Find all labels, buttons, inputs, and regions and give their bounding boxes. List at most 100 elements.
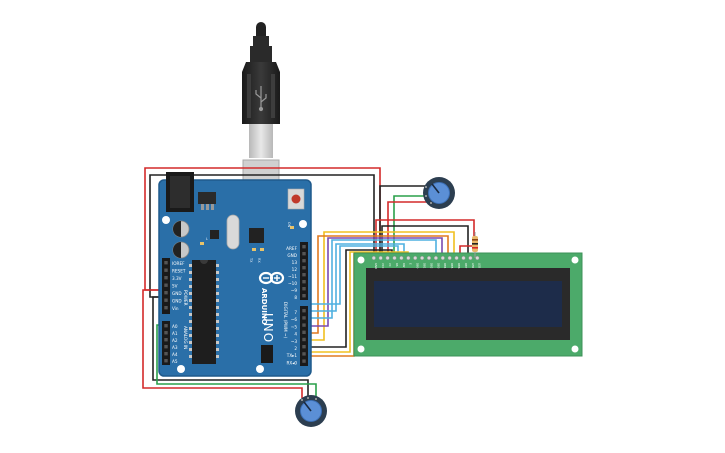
digital-header-top[interactable] (300, 242, 308, 300)
wire-orange-d3 (304, 235, 449, 334)
lcd-pin-label: DB3 (436, 263, 440, 269)
power-pin[interactable] (164, 268, 168, 272)
lcd-pin[interactable] (420, 256, 425, 261)
digital-pin[interactable] (302, 280, 306, 284)
power-pin[interactable] (164, 283, 168, 287)
pot-wiper-icon (431, 183, 440, 194)
lcd-pin[interactable] (447, 256, 452, 261)
wire-yellow-d2 (304, 231, 455, 341)
model-label: UNO (261, 313, 275, 343)
digital-pin[interactable] (302, 352, 306, 356)
power-pin[interactable] (164, 306, 168, 310)
mount-hole (571, 256, 579, 264)
potentiometer-bottom[interactable] (295, 395, 327, 427)
lcd-pin[interactable] (378, 256, 383, 261)
analog-header-label: ANALOG IN (183, 326, 188, 349)
lcd-pin[interactable] (475, 256, 480, 261)
lcd-pin[interactable] (427, 256, 432, 261)
lcd-pin[interactable] (440, 256, 445, 261)
lcd-pin-label: DB5 (450, 263, 454, 269)
digital-header-bottom[interactable] (300, 306, 308, 366)
analog-pin[interactable] (164, 345, 168, 349)
wire-red-bottom (142, 289, 303, 398)
lcd-pin-label: V0 (388, 263, 392, 267)
digital-pin[interactable] (302, 359, 306, 363)
on-label: ON (287, 222, 291, 228)
lcd-pin[interactable] (468, 256, 473, 261)
digital-pin[interactable] (302, 252, 306, 256)
analog-pin[interactable] (164, 338, 168, 342)
lcd-screen (374, 281, 562, 327)
lcd-pin-label: VCC (381, 263, 385, 269)
power-pin[interactable] (164, 276, 168, 280)
pin-label: GND (172, 291, 182, 296)
crystal-oscillator (226, 214, 240, 250)
lcd-pin-label: DB0 (416, 263, 420, 269)
mount-hole (571, 345, 579, 353)
power-pin[interactable] (164, 261, 168, 265)
lcd-pin-label: DB7 (464, 263, 468, 269)
analog-pin[interactable] (164, 359, 168, 363)
digital-header-label: DIGITAL (PWM ~) (283, 302, 288, 338)
pin-label: 8 (294, 295, 297, 300)
wire-blue-d5 (304, 239, 437, 319)
power-header[interactable] (162, 258, 170, 314)
digital-pin[interactable] (302, 266, 306, 270)
capacitors (172, 220, 190, 259)
small-chip (210, 230, 219, 239)
analog-header[interactable] (162, 321, 170, 365)
pot-wiper-icon (303, 401, 312, 412)
l-label: L (206, 237, 208, 241)
voltage-regulator (198, 192, 216, 210)
pin-label: ~3 (291, 339, 298, 344)
mount-hole (299, 220, 307, 228)
digital-pin[interactable] (302, 337, 306, 342)
lcd-pin-label: RS (395, 263, 399, 267)
lcd-pin[interactable] (413, 256, 418, 261)
usb-chip (249, 228, 264, 243)
mount-hole (357, 256, 365, 264)
pin-label: A4 (172, 352, 178, 357)
power-pin[interactable] (164, 298, 168, 302)
analog-pin[interactable] (164, 331, 168, 335)
lcd-pin[interactable] (406, 256, 411, 261)
digital-pin[interactable] (302, 259, 306, 263)
digital-pin[interactable] (302, 294, 306, 298)
wires[interactable] (142, 167, 476, 400)
rx-label: RX (257, 258, 261, 263)
arduino-uno-board[interactable]: TX RX ON L ARDUINO UNO POWER IOR (158, 172, 312, 377)
lcd-pin[interactable] (392, 256, 397, 261)
lcd-pin[interactable] (371, 256, 376, 261)
power-pin[interactable] (164, 291, 168, 295)
analog-pin[interactable] (164, 324, 168, 328)
digital-pin[interactable] (302, 245, 306, 249)
usb-symbol-icon (255, 86, 267, 112)
analog-pin[interactable] (164, 352, 168, 356)
lcd-pin[interactable] (399, 256, 404, 261)
pin-label: 5V (172, 284, 178, 289)
lcd-pin[interactable] (454, 256, 459, 261)
lcd-pin[interactable] (461, 256, 466, 261)
digital-pin[interactable] (302, 345, 306, 349)
resistor[interactable] (472, 232, 478, 258)
wire-purple-d4 (304, 237, 443, 327)
digital-pin[interactable] (302, 330, 306, 334)
digital-pin[interactable] (302, 273, 306, 277)
lcd-pin-label: LED (471, 263, 475, 268)
wire-black-bottom (152, 296, 309, 398)
reset-button[interactable] (287, 188, 305, 210)
lcd-pin[interactable] (385, 256, 390, 261)
digital-pin[interactable] (302, 323, 306, 327)
pin-label: GND (172, 299, 182, 304)
lcd-pin[interactable] (433, 256, 438, 261)
pin-label: AREF (286, 246, 297, 251)
digital-pin[interactable] (302, 309, 306, 313)
mount-hole (177, 365, 185, 373)
wire-blue-d11 (304, 243, 405, 312)
digital-pin[interactable] (302, 287, 306, 291)
potentiometer-top[interactable] (423, 177, 455, 209)
digital-pin[interactable] (302, 316, 306, 320)
lcd-pin-label: DB6 (457, 263, 461, 269)
